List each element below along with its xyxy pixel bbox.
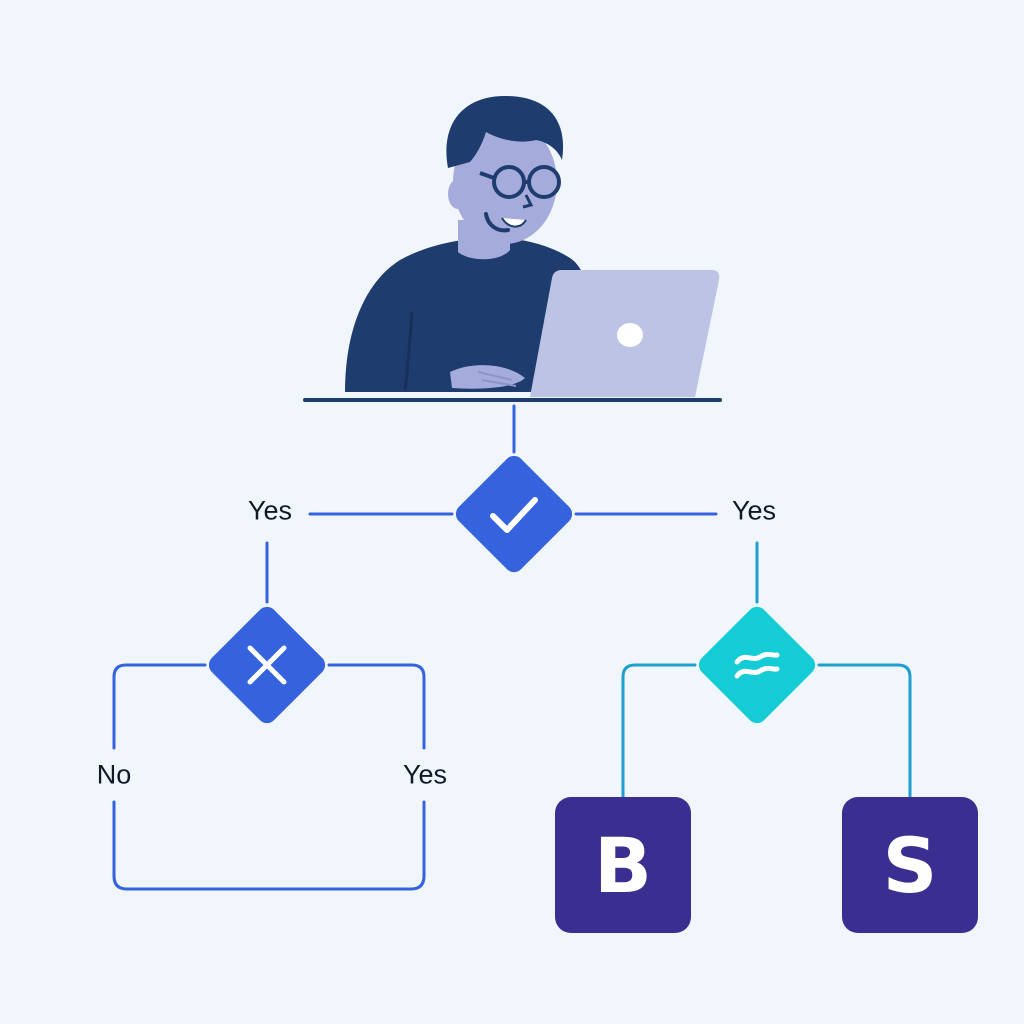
- glasses-icon: [479, 165, 561, 199]
- tile-b-letter: B: [594, 820, 652, 910]
- label-yes-left-branch: Yes: [402, 759, 448, 790]
- decision-x: [208, 606, 326, 724]
- decision-wave: [698, 606, 816, 724]
- tile-s: S: [842, 797, 978, 933]
- laptop-logo: [617, 323, 643, 347]
- connector-teal-right: [817, 663, 912, 799]
- connector-teal-left: [621, 663, 697, 799]
- tile-b: B: [555, 797, 691, 933]
- connector-x-right: [327, 663, 426, 750]
- checkmark-icon: [490, 497, 538, 533]
- sweater: [345, 237, 590, 392]
- decision-check: [455, 455, 573, 573]
- label-yes-top-left: Yes: [247, 495, 293, 526]
- hair: [446, 96, 564, 168]
- label-no: No: [96, 759, 132, 790]
- hand: [450, 365, 525, 389]
- connectors: [112, 404, 718, 891]
- connectors-teal: [621, 541, 912, 799]
- wave-icon: [734, 651, 780, 679]
- connector-x-left: [112, 663, 207, 750]
- x-icon: [247, 645, 287, 685]
- face: [453, 120, 557, 244]
- tile-s-letter: S: [882, 820, 938, 910]
- person-illustration: [345, 96, 590, 392]
- laptop-icon: [530, 270, 720, 397]
- connector-loop-bottom: [112, 800, 426, 891]
- label-yes-top-right: Yes: [731, 495, 777, 526]
